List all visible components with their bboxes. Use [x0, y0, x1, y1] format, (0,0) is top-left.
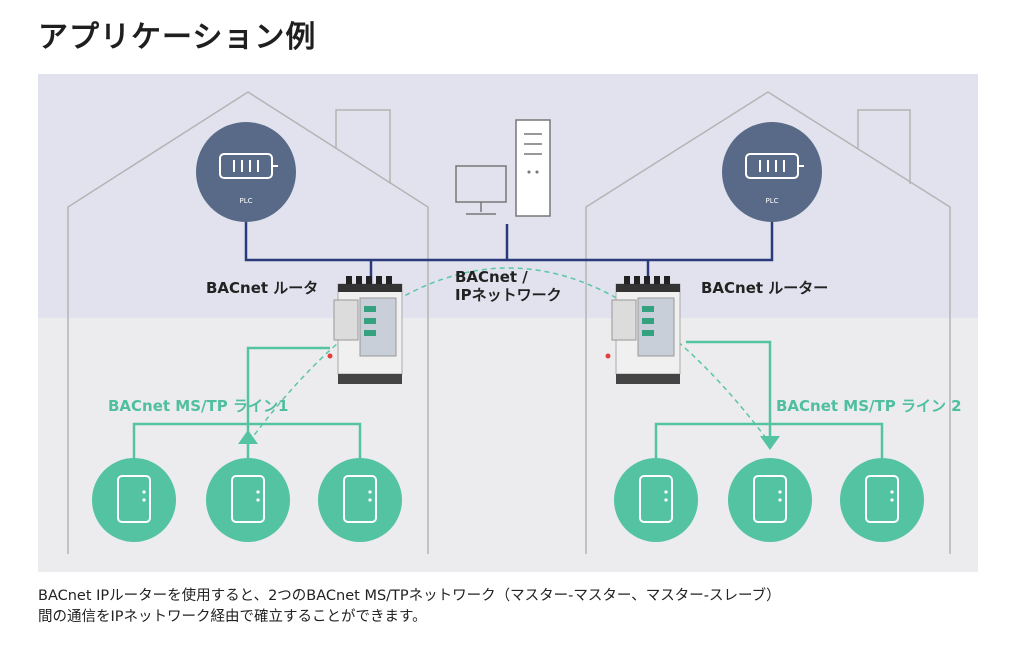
plc-right-icon — [722, 122, 822, 222]
router-left-icon — [327, 276, 403, 384]
field-device-right-1-icon — [614, 458, 698, 542]
field-device-left-1-icon — [92, 458, 176, 542]
arrow-down-icon — [760, 436, 780, 450]
communication-arc — [248, 267, 770, 443]
caption: BACnet IPルーターを使用すると、2つのBACnet MS/TPネットワー… — [38, 586, 978, 628]
arrow-up-icon — [238, 430, 258, 444]
field-device-right-2-icon — [728, 458, 812, 542]
network-label-line1: BACnet / — [455, 268, 528, 286]
mstp-line-right — [654, 340, 884, 464]
bottom-band — [38, 318, 978, 572]
caption-line-2: 間の通信をIPネットワーク経由で確立することができます。 — [38, 609, 427, 625]
network-label-line2: IPネットワーク — [455, 286, 562, 304]
field-device-left-3-icon — [318, 458, 402, 542]
router-left-label: BACnet ルータ — [206, 279, 319, 297]
page-title: アプリケーション例 — [38, 20, 317, 55]
monitor-icon — [455, 165, 507, 215]
plc-right-label: PLC — [765, 197, 779, 205]
field-device-right-3-icon — [840, 458, 924, 542]
application-diagram: PLC PLC BACnet ルータ BACnet ルーター BACnet / … — [38, 74, 978, 572]
mstp-line1-label: BACnet MS/TP ライン1 — [108, 397, 289, 415]
plc-left-icon — [196, 122, 296, 222]
field-device-left-2-icon — [206, 458, 290, 542]
mstp-line2-label: BACnet MS/TP ライン 2 — [776, 397, 962, 415]
top-band — [38, 74, 978, 318]
router-right-label: BACnet ルーター — [701, 279, 829, 297]
pc-tower-icon — [515, 119, 551, 217]
diagram-canvas — [38, 74, 978, 572]
caption-line-1: BACnet IPルーターを使用すると、2つのBACnet MS/TPネットワー… — [38, 588, 781, 604]
mstp-line-left — [132, 346, 362, 462]
plc-left-label: PLC — [239, 197, 253, 205]
left-house-outline — [67, 91, 429, 554]
router-right-icon — [605, 276, 681, 384]
right-house-outline — [585, 91, 951, 554]
